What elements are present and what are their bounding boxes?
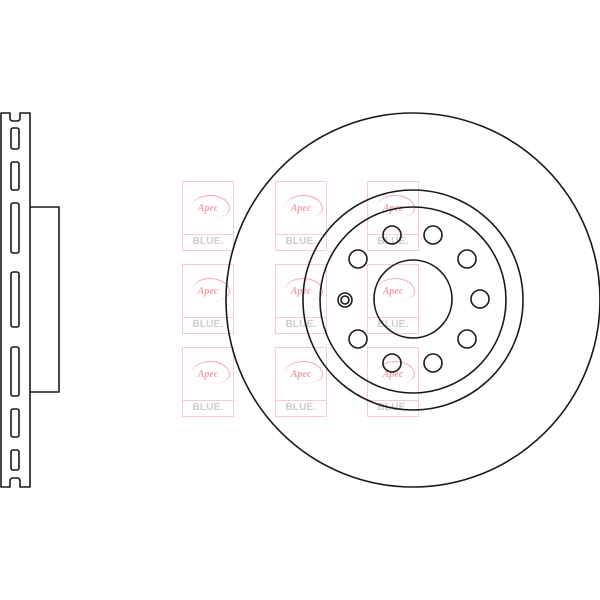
side-view xyxy=(1,113,59,487)
watermark-sub: BLUE. xyxy=(192,236,224,247)
bolt-hole xyxy=(349,250,367,268)
side-disc-outline xyxy=(1,113,30,487)
watermark-logo: Apec BLUE. xyxy=(275,347,327,417)
watermark-brand: Apec xyxy=(197,286,219,297)
swoosh-icon xyxy=(191,361,230,384)
hat-outer-ring xyxy=(303,190,523,410)
swoosh-icon xyxy=(191,278,230,301)
watermark-sub: BLUE. xyxy=(192,402,224,413)
bolt-hole xyxy=(471,290,489,308)
bolt-hole xyxy=(458,250,476,268)
watermark-brand: Apec xyxy=(197,203,219,214)
watermark-logo: Apec BLUE. xyxy=(182,264,234,334)
disc-outer-edge xyxy=(226,113,600,487)
vent-slot xyxy=(11,162,19,190)
vent-slot xyxy=(11,347,19,396)
bolt-hole xyxy=(349,330,367,348)
watermark-logo: Apec BLUE. xyxy=(275,181,327,251)
watermark-brand: Apec xyxy=(382,369,404,380)
vent-slot xyxy=(11,409,19,437)
bolt-hole xyxy=(383,354,401,372)
bolt-hole xyxy=(383,226,401,244)
face-view xyxy=(226,113,600,487)
swoosh-icon xyxy=(376,278,415,301)
watermark-brand: Apec xyxy=(290,203,312,214)
bolt-hole xyxy=(424,226,442,244)
watermark-sub: BLUE. xyxy=(377,236,409,247)
swoosh-icon xyxy=(376,361,415,384)
watermark-logo: Apec BLUE. xyxy=(182,181,234,251)
hat-inner-ring xyxy=(320,207,506,393)
watermark-sub: BLUE. xyxy=(377,319,409,330)
vent-slot xyxy=(11,450,19,470)
swoosh-icon xyxy=(191,195,230,218)
swoosh-icon xyxy=(284,278,323,301)
watermark-brand: Apec xyxy=(290,286,312,297)
bolt-hole xyxy=(458,330,476,348)
watermark-brand: Apec xyxy=(290,369,312,380)
watermark-sub: BLUE. xyxy=(285,236,317,247)
locating-hole-outer xyxy=(338,293,352,307)
vent-slot xyxy=(11,203,19,253)
side-hub-outline xyxy=(30,207,59,392)
vent-slot xyxy=(11,272,19,327)
watermark-brand: Apec xyxy=(197,369,219,380)
bolt-hole xyxy=(424,354,442,372)
vent-slot xyxy=(11,128,19,149)
swoosh-icon xyxy=(284,361,323,384)
watermark-sub: BLUE. xyxy=(192,319,224,330)
watermark-sub: BLUE. xyxy=(285,402,317,413)
swoosh-icon xyxy=(284,195,323,218)
center-bore xyxy=(374,260,452,338)
watermark-logo: Apec BLUE. xyxy=(275,264,327,334)
watermark-brand: Apec xyxy=(382,286,404,297)
locating-hole-inner xyxy=(341,296,349,304)
watermark-sub: BLUE. xyxy=(285,319,317,330)
watermark-logo: Apec BLUE. xyxy=(182,347,234,417)
